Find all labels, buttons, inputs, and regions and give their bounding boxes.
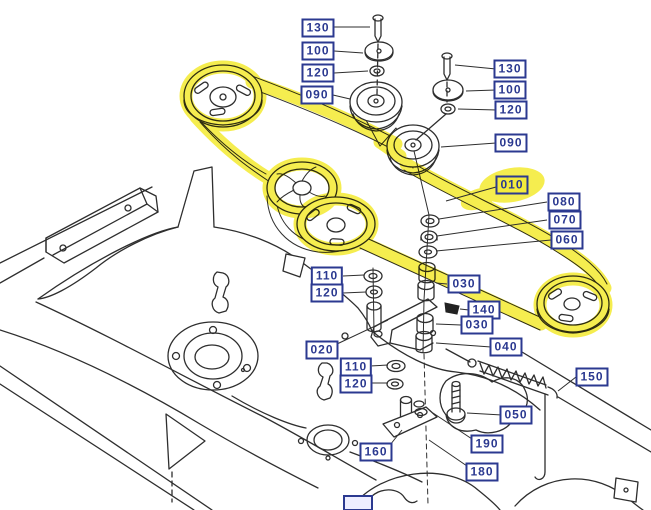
callout-label: 160 (364, 444, 388, 459)
callout-010[interactable]: 010 (495, 175, 529, 195)
callout-030-b[interactable]: 030 (460, 315, 494, 335)
callout-label: 120 (499, 102, 523, 117)
callout-150[interactable]: 150 (575, 367, 609, 387)
callout-label: 110 (315, 268, 339, 283)
washer-080 (420, 214, 440, 228)
callout-label: 030 (465, 317, 489, 332)
callout-label: 070 (553, 212, 577, 227)
nut-120-left (369, 65, 385, 77)
callout-100-b[interactable]: 100 (493, 80, 527, 100)
cap-100-left (364, 41, 394, 62)
callout-label: 080 (552, 194, 576, 209)
hardware (363, 14, 558, 506)
callout-050[interactable]: 050 (499, 405, 533, 425)
callout-090-b[interactable]: 090 (494, 133, 528, 153)
bushing-040 (415, 330, 433, 354)
key-140 (444, 302, 460, 315)
washer-120-b (386, 378, 404, 390)
callout-label: 150 (580, 369, 604, 384)
callout-label: 040 (494, 339, 518, 354)
callout-030-a[interactable]: 030 (447, 274, 481, 294)
washer-110-b (386, 359, 406, 373)
callout-120-d[interactable]: 120 (339, 374, 373, 394)
callout-label: 100 (498, 82, 522, 97)
callout-120-b[interactable]: 120 (494, 100, 528, 120)
callout-180[interactable]: 180 (465, 462, 499, 482)
callout-080[interactable]: 080 (547, 192, 581, 212)
callout-label: 120 (306, 65, 330, 80)
callout-090-a[interactable]: 090 (300, 85, 334, 105)
callout-label: 130 (498, 61, 522, 76)
nut-plate (413, 400, 428, 417)
callout-label: 030 (452, 276, 476, 291)
callout-040[interactable]: 040 (489, 337, 523, 357)
plate-160 (382, 406, 438, 438)
callout-label: 190 (475, 436, 499, 451)
callout-partial[interactable] (343, 495, 373, 510)
spring-150 (445, 348, 558, 399)
callout-060[interactable]: 060 (550, 230, 584, 250)
callout-label: 180 (470, 464, 494, 479)
bolt-130-left (372, 14, 384, 95)
callout-190[interactable]: 190 (470, 434, 504, 454)
callout-label: 060 (555, 232, 579, 247)
washer-060 (418, 245, 438, 259)
callout-label: 120 (344, 376, 368, 391)
callout-label: 130 (306, 20, 330, 35)
callout-label: 120 (315, 285, 339, 300)
callout-label: 090 (305, 87, 329, 102)
callout-120-c[interactable]: 120 (310, 283, 344, 303)
callout-140[interactable]: 140 (467, 300, 501, 320)
deck-outline (0, 166, 651, 510)
callout-label: 100 (306, 43, 330, 58)
callout-label: 020 (310, 342, 334, 357)
callout-100-a[interactable]: 100 (301, 41, 335, 61)
callout-130-a[interactable]: 130 (301, 18, 335, 38)
callout-070[interactable]: 070 (548, 210, 582, 230)
callout-label: 110 (344, 359, 368, 374)
leader-lines (332, 26, 577, 467)
bolt-050 (446, 380, 466, 424)
callout-120-a[interactable]: 120 (301, 63, 335, 83)
callout-130-b[interactable]: 130 (493, 59, 527, 79)
cap-100-right (432, 79, 464, 102)
callout-label: 090 (499, 135, 523, 150)
callout-160[interactable]: 160 (359, 442, 393, 462)
callout-label: 050 (504, 407, 528, 422)
callout-label: 010 (500, 177, 524, 192)
callout-020[interactable]: 020 (305, 340, 339, 360)
callout-label: 140 (472, 302, 496, 317)
nut-070 (420, 230, 438, 244)
pulley-idler-1 (349, 81, 403, 132)
nut-120-right (415, 103, 456, 141)
